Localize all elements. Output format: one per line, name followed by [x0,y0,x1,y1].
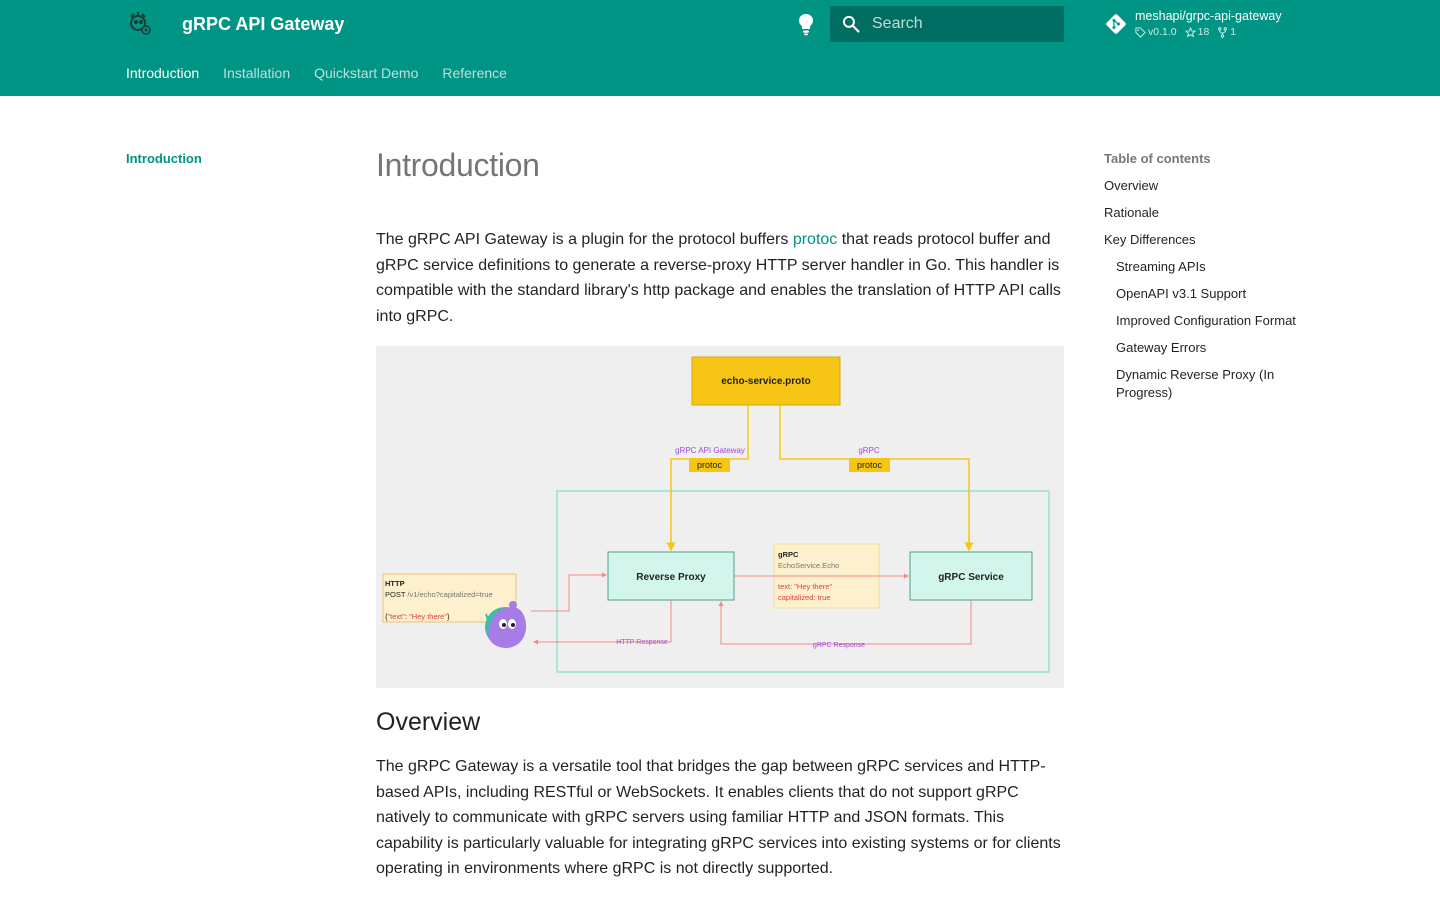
toc-item-streaming-apis[interactable]: Streaming APIs [1116,259,1206,274]
toc-item-rationale[interactable]: Rationale [1104,205,1159,220]
grpc-service-label: gRPC Service [938,572,1004,583]
http-response-label: HTTP Response [616,639,668,646]
repository-link[interactable]: meshapi/grpc-api-gateway v0.1.0 18 1 [1104,8,1324,42]
repo-stars: 18 [1184,26,1210,38]
table-of-contents: Table of contents Overview Rationale Key… [1104,150,1334,411]
architecture-diagram: echo-service.proto gRPC API Gateway prot… [376,346,1064,688]
right-branch-line [779,405,974,552]
toc-item-gateway-errors[interactable]: Gateway Errors [1116,340,1207,355]
tab-quickstart-demo[interactable]: Quickstart Demo [314,65,419,81]
search-input[interactable] [872,6,1058,42]
reverse-proxy-label: Reverse Proxy [636,572,706,583]
http-request-line: POST /v1/echo?capitalized=true [385,590,493,599]
architecture-diagram-svg: echo-service.proto gRPC API Gateway prot… [382,356,1050,673]
search-box[interactable] [830,6,1064,42]
tab-reference[interactable]: Reference [442,65,507,81]
grpc-service-box [909,551,1033,601]
tab-installation[interactable]: Installation [223,65,291,81]
intro-paragraph: The gRPC API Gateway is a plugin for the… [376,227,1064,329]
toc-item-dynamic-reverse-proxy[interactable]: Dynamic Reverse Proxy (In Progress) [1116,367,1275,400]
site-title[interactable]: gRPC API Gateway [182,14,345,34]
proto-file-box [691,356,841,406]
http-request-value: "Hey there" [409,612,447,621]
repo-stars-count: 18 [1197,26,1210,38]
request-flow-line [531,572,607,612]
left-branch-label: gRPC API Gateway [675,446,745,455]
toc-item-improved-configuration-format[interactable]: Improved Configuration Format [1116,313,1296,328]
proto-file-label: echo-service.proto [721,376,810,387]
http-request-method: POST [385,590,406,599]
overview-paragraph: The gRPC Gateway is a versatile tool tha… [376,758,1061,877]
http-request-title: HTTP [385,579,405,588]
http-request-path: /v1/echo?capitalized=true [405,590,492,599]
http-request-body-close: } [447,612,450,621]
repo-facts: v0.1.0 18 1 [1135,26,1244,38]
grpc-response-line [718,600,972,645]
tab-introduction[interactable]: Introduction [126,65,200,81]
grpc-message-title: gRPC [778,550,799,559]
header-tabs: Introduction Installation Quickstart Dem… [126,64,531,84]
page-title: Introduction [376,147,540,183]
header: gRPC API Gateway meshapi/grpc-api-gatewa… [0,0,1440,96]
protoc-link[interactable]: protoc [792,231,838,248]
grpc-message-text: text: "Hey there" [778,582,832,591]
http-request-colon: : [405,612,409,621]
sidebar-item-introduction[interactable]: Introduction [126,151,202,166]
toc-item-openapi-support[interactable]: OpenAPI v3.1 Support [1116,286,1247,301]
repo-forks-count: 1 [1230,26,1237,38]
left-protoc-badge [689,458,730,472]
star-icon [1184,26,1196,38]
gopher-gateway-logo-icon[interactable] [126,11,152,37]
repo-forks: 1 [1217,26,1236,38]
http-request-body-open: { [385,612,388,621]
repo-version: v0.1.0 [1135,26,1177,38]
repo-name: meshapi/grpc-api-gateway [1135,9,1282,23]
toc-title: Table of contents [1104,151,1211,166]
grpc-message-capitalized: capitalized: true [778,593,831,602]
overview-heading: Overview [376,708,481,736]
intro-text-start: The gRPC API Gateway is a plugin for the… [376,231,793,248]
repo-version-text: v0.1.0 [1148,26,1177,38]
gateway-boundary [556,490,1050,673]
http-request-key: "text" [388,612,406,621]
right-protoc-label: protoc [857,460,883,470]
left-protoc-label: protoc [697,460,723,470]
grpc-message-method: EchoService.Echo [778,561,839,570]
git-icon [1106,14,1126,34]
right-branch-label: gRPC [858,446,880,455]
gopher-mascot-icon [485,601,527,648]
toc-item-key-differences[interactable]: Key Differences [1104,232,1196,247]
http-request-body: {"text": "Hey there"} [385,612,450,621]
tag-icon [1135,26,1146,38]
fork-icon [1218,26,1228,38]
intro-text-end: that reads protocol buffer and gRPC serv… [376,231,1061,325]
left-branch-line [666,405,749,552]
http-response-line [533,600,672,645]
main-content: Introduction The gRPC API Gateway is a p… [376,145,1064,877]
right-protoc-badge [849,458,890,472]
grpc-response-label: gRPC Response [813,642,865,649]
lightbulb-icon[interactable] [794,11,818,37]
search-icon[interactable] [841,14,861,34]
toc-item-overview[interactable]: Overview [1104,178,1159,193]
